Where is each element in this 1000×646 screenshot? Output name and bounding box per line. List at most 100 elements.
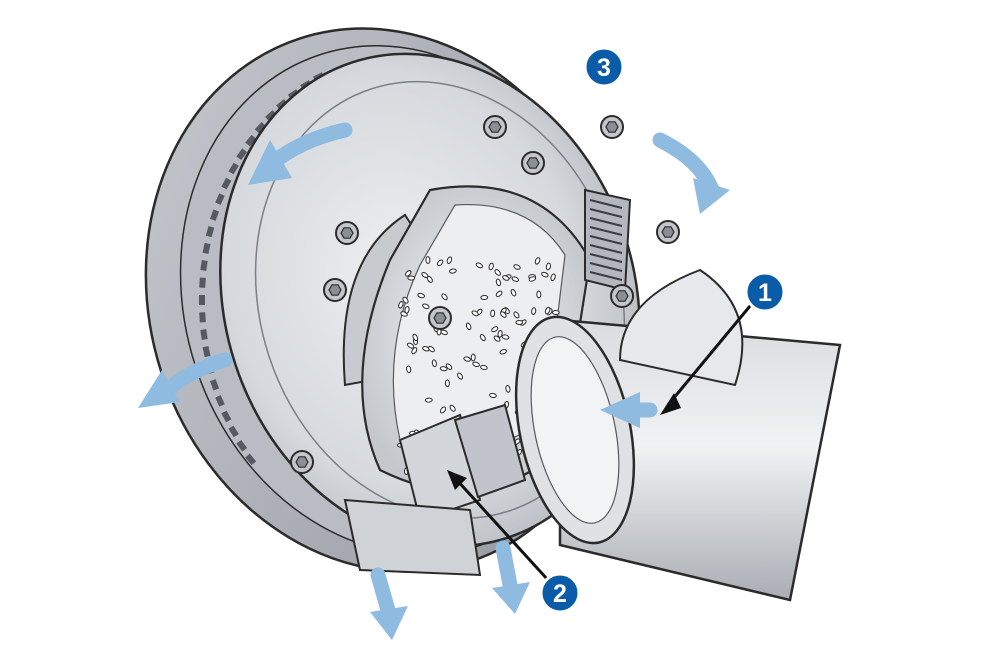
gear-tooth: [265, 110, 277, 122]
particle: [550, 273, 556, 282]
gear-tooth: [236, 439, 248, 452]
gear-tooth: [245, 453, 257, 466]
particle: [402, 296, 409, 304]
particle: [445, 363, 453, 370]
callout-3: 3: [583, 46, 625, 88]
bracket-tooth: [589, 262, 623, 272]
bolt-icon: [483, 115, 507, 139]
rotor-block: [343, 403, 527, 577]
bolt-icon: [290, 450, 314, 474]
flow-arrow-icon: [600, 392, 658, 428]
bolt-group: [290, 115, 680, 474]
bolt-icon: [323, 278, 347, 302]
particle: [457, 372, 464, 380]
particle: [417, 292, 425, 299]
particle: [472, 361, 480, 367]
particle: [449, 268, 457, 274]
particle: [513, 311, 520, 319]
particle: [479, 334, 486, 342]
leader-line-2: [453, 476, 550, 582]
particle: [531, 307, 537, 316]
particle: [449, 404, 456, 412]
callout-1-label: 1: [758, 279, 772, 307]
bracket-tooth: [589, 217, 623, 227]
gear-tooth: [200, 260, 208, 271]
particle: [411, 347, 418, 355]
gear-tooth: [221, 177, 232, 190]
particle: [541, 271, 549, 278]
particle: [495, 278, 502, 287]
flow-arrow-group: [138, 122, 730, 640]
particle: [425, 256, 431, 264]
particle: [511, 276, 519, 282]
gear-tooth: [254, 122, 267, 134]
flow-arrow-icon: [652, 132, 730, 214]
particle: [398, 301, 404, 309]
bracket-tooth: [589, 226, 623, 236]
particle: [404, 306, 410, 314]
particle: [428, 345, 435, 353]
bolt-icon: [600, 115, 624, 139]
leader-lines: [447, 299, 757, 582]
gear-tooth: [210, 209, 220, 221]
particle: [544, 306, 551, 315]
particle: [422, 303, 430, 310]
bolt-icon: [521, 151, 545, 175]
particle: [407, 342, 415, 349]
bracket-tooth: [589, 253, 623, 263]
particle: [405, 269, 412, 277]
particle: [426, 275, 433, 283]
flow-arrow-icon: [370, 567, 408, 640]
gear-tooth: [276, 99, 288, 111]
gear-tooth: [245, 134, 257, 147]
particle: [480, 294, 489, 300]
callout-2: 2: [539, 572, 581, 614]
particle: [490, 309, 496, 318]
callout-2-label: 2: [553, 580, 567, 608]
gear-tooth: [215, 193, 225, 205]
particle: [446, 256, 453, 264]
particle: [488, 262, 494, 271]
gear-tooth: [215, 395, 225, 407]
particle: [502, 275, 510, 281]
bracket-tooth: [589, 199, 623, 209]
bolt-icon: [610, 284, 634, 308]
particle: [407, 275, 416, 281]
bracket-tooth: [589, 271, 623, 281]
bolt-icon: [335, 221, 359, 245]
particle: [534, 257, 541, 265]
inlet-pipe: [514, 268, 842, 602]
leader-arrowhead-1: [660, 393, 681, 415]
particle: [513, 264, 521, 270]
particle: [500, 311, 507, 318]
particle: [515, 319, 524, 325]
particle: [499, 349, 508, 355]
particle: [424, 397, 433, 403]
particle: [463, 356, 471, 362]
gear-tooth: [221, 410, 232, 423]
gear-tooth: [202, 242, 211, 254]
gear-tooth: [205, 226, 215, 238]
leader-arrowhead-2: [447, 470, 467, 490]
particle: [431, 359, 437, 368]
particle: [436, 259, 444, 267]
particle: [471, 310, 479, 317]
particle: [439, 406, 447, 414]
particle: [439, 366, 448, 372]
flow-arrow-icon: [248, 122, 353, 185]
bracket-tooth: [589, 235, 623, 245]
gear-tooth: [236, 148, 248, 161]
particle: [497, 329, 503, 338]
bolt-icon: [428, 306, 452, 330]
callout-1: 1: [744, 271, 786, 313]
gear-tooth: [199, 277, 206, 288]
particle: [489, 392, 497, 398]
particle: [412, 333, 419, 342]
particle: [494, 269, 501, 276]
particle: [495, 290, 503, 297]
particle: [501, 334, 510, 340]
particle: [406, 365, 412, 374]
particle: [505, 385, 511, 393]
